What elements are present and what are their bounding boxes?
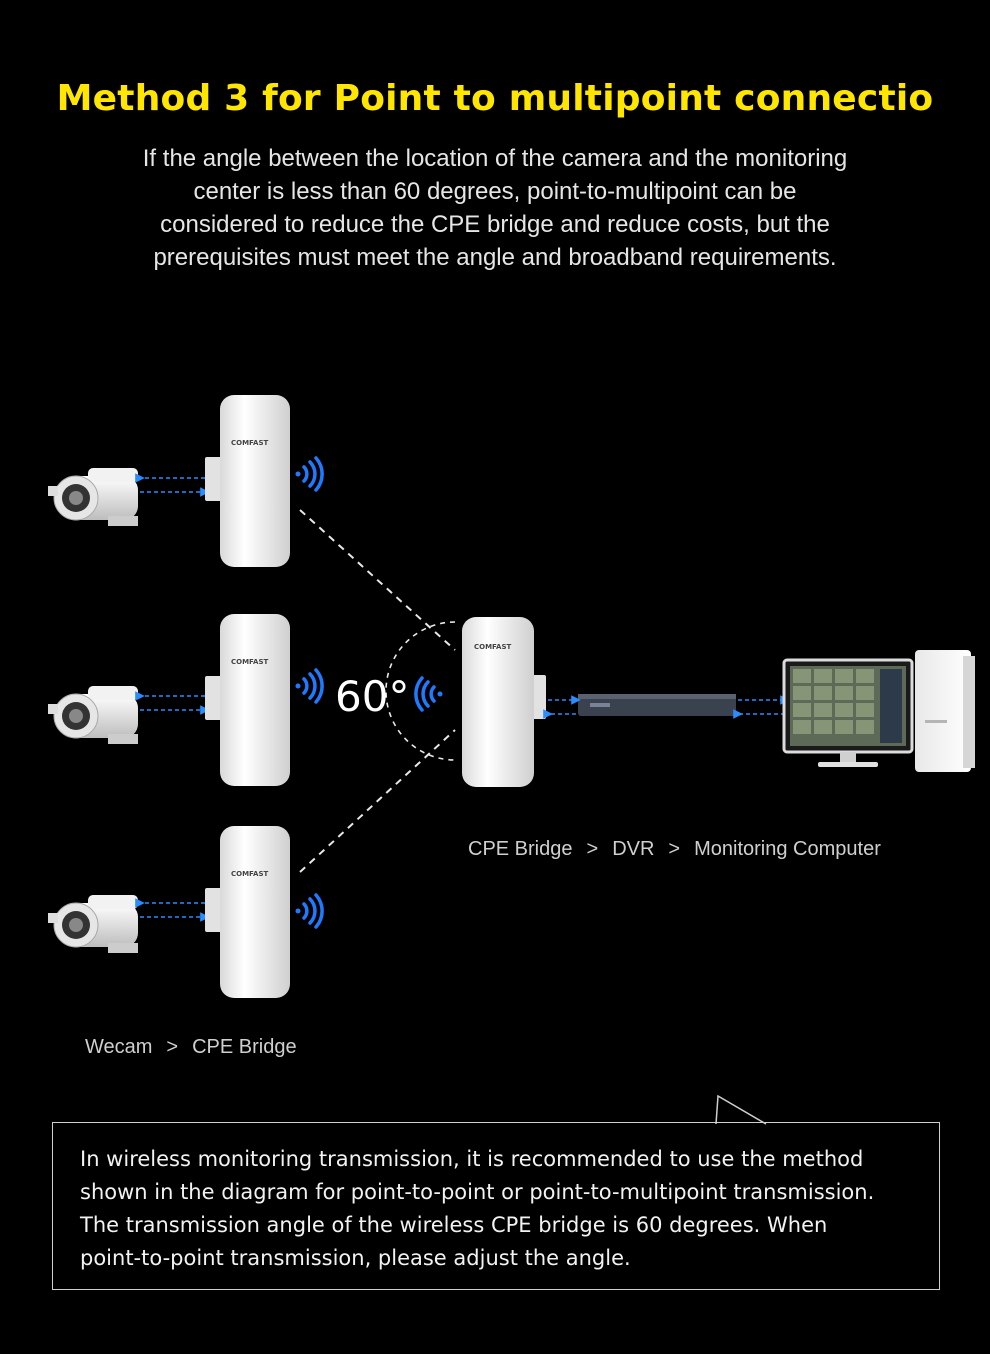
camera-icon bbox=[48, 895, 138, 953]
brand-text: COMFAST bbox=[474, 643, 511, 651]
chain-item: Wecam bbox=[85, 1036, 153, 1058]
brand-text: COMFAST bbox=[231, 658, 268, 666]
chain-item: Monitoring Computer bbox=[694, 838, 881, 860]
chain-separator: > bbox=[586, 838, 599, 860]
brand-text: COMFAST bbox=[231, 870, 268, 878]
camera-link-arrows bbox=[135, 473, 210, 922]
wifi-signal-icon bbox=[414, 676, 443, 712]
camera-icon bbox=[48, 686, 138, 744]
note-box bbox=[52, 1122, 940, 1290]
note-line: shown in the diagram for point-to-point … bbox=[80, 1180, 875, 1204]
cpe-bridge-icon: COMFAST bbox=[205, 826, 290, 998]
network-diagram: COMFAST COMFAST COMFAST bbox=[48, 395, 975, 998]
wifi-signal-icon bbox=[295, 456, 324, 929]
note-line: In wireless monitoring transmission, it … bbox=[80, 1147, 864, 1171]
dvr-icon bbox=[578, 694, 736, 716]
brand-text: COMFAST bbox=[231, 439, 268, 447]
chain-separator: > bbox=[668, 838, 681, 860]
page-title: Method 3 for Point to multipoint connect… bbox=[56, 78, 934, 119]
cpe-bridge-icon: COMFAST bbox=[462, 617, 546, 787]
chain-separator: > bbox=[166, 1036, 179, 1058]
intro-line: prerequisites must meet the angle and br… bbox=[153, 244, 837, 271]
chain-item: CPE Bridge bbox=[468, 838, 573, 860]
intro-paragraph: If the angle between the location of the… bbox=[80, 142, 910, 274]
monitoring-computer-icon bbox=[782, 650, 975, 772]
intro-line: center is less than 60 degrees, point-to… bbox=[193, 178, 797, 205]
note-text: In wireless monitoring transmission, it … bbox=[80, 1143, 930, 1275]
note-callout-tail bbox=[715, 1094, 767, 1125]
note-line: The transmission angle of the wireless C… bbox=[80, 1213, 828, 1237]
intro-line: If the angle between the location of the… bbox=[142, 145, 848, 172]
angle-label: 60° bbox=[335, 672, 410, 721]
chain-item: DVR bbox=[612, 838, 655, 860]
dvr-link-arrows bbox=[543, 695, 790, 719]
link-bottom bbox=[299, 729, 456, 873]
camera-icon bbox=[48, 468, 138, 526]
note-line: point-to-point transmission, please adju… bbox=[80, 1246, 631, 1270]
intro-line: considered to reduce the CPE bridge and … bbox=[160, 211, 830, 238]
link-top bbox=[299, 509, 456, 651]
angle-arc bbox=[385, 621, 456, 761]
cpe-bridge-icon: COMFAST bbox=[205, 614, 290, 786]
chain-item: CPE Bridge bbox=[192, 1036, 297, 1058]
cpe-bridge-icon: COMFAST bbox=[205, 395, 290, 567]
right-chain-label: CPE Bridge > DVR > Monitoring Computer bbox=[468, 838, 881, 861]
wireless-links bbox=[299, 509, 456, 873]
left-chain-label: Wecam > CPE Bridge bbox=[85, 1036, 297, 1059]
